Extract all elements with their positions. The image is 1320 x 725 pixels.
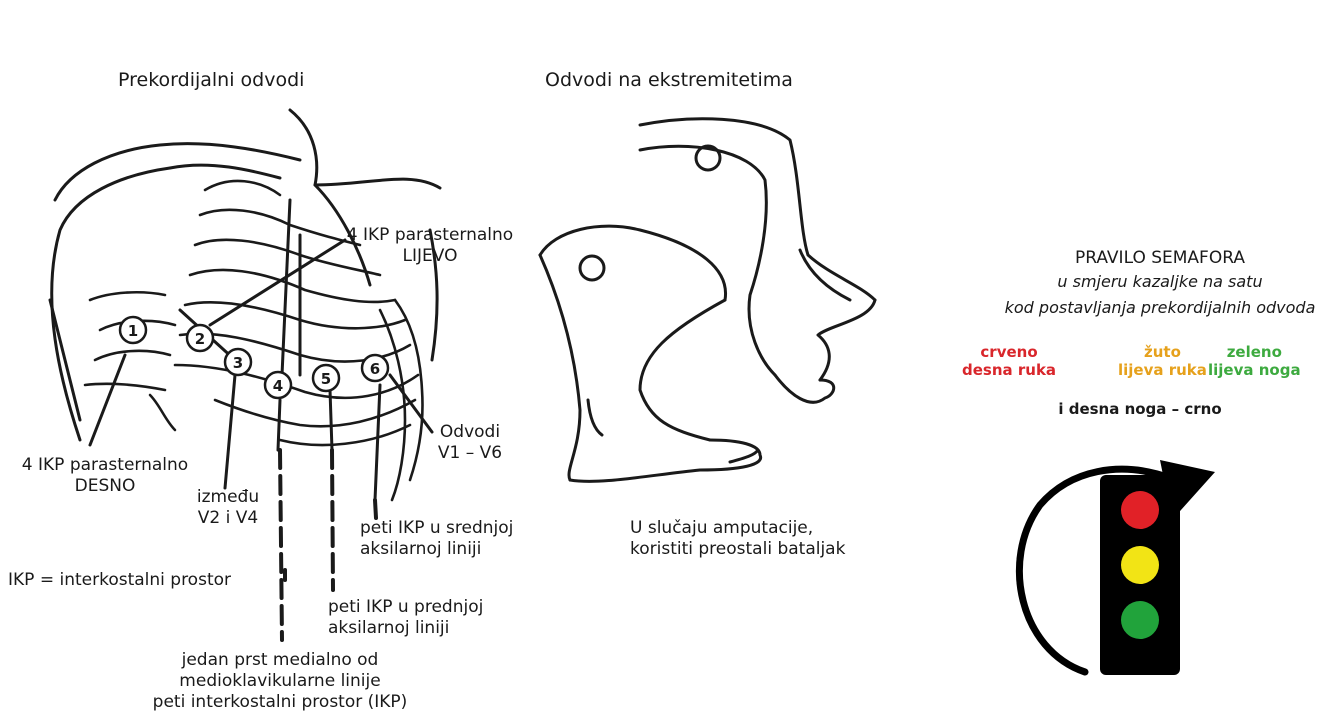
rule-red-color: crveno	[962, 343, 1056, 361]
label-right-parasternal-value: DESNO	[5, 476, 205, 497]
label-right-parasternal: 4 IKP parasternalno DESNO	[5, 455, 205, 497]
label-v4-line1: jedan prst medialno od	[110, 650, 450, 671]
svg-text:1: 1	[128, 322, 138, 340]
svg-text:5: 5	[321, 370, 331, 388]
rule-green-limb: lijeva noga	[1208, 361, 1301, 379]
label-ant-axillary-line2: aksilarnoj liniji	[328, 618, 483, 639]
label-mid-axillary-line2: aksilarnoj liniji	[360, 539, 513, 560]
leg-drawing	[540, 226, 761, 481]
svg-text:4: 4	[273, 377, 283, 395]
ikp-definition: IKP = interkostalni prostor	[8, 570, 231, 591]
label-right-parasternal-title: 4 IKP parasternalno	[5, 455, 205, 476]
amputation-note-line2: koristiti preostali bataljak	[630, 539, 845, 560]
label-between-v2-v4: između V2 i V4	[178, 487, 278, 529]
label-leads: Odvodi V1 – V6	[430, 422, 510, 464]
label-v4-position: jedan prst medialno od medioklavikularne…	[110, 650, 450, 713]
electrode-v2: 2	[187, 325, 213, 351]
limb-title: Odvodi na ekstremitetima	[545, 70, 793, 91]
label-v4-line3: peti interkostalni prostor (IKP)	[110, 692, 450, 713]
label-left-parasternal: 4 IKP parasternalno LIJEVO	[330, 225, 530, 267]
rule-green-color: zeleno	[1208, 343, 1301, 361]
svg-text:3: 3	[233, 354, 243, 372]
chest-outline	[50, 110, 440, 440]
rule-subtitle-1: u smjeru kazaljke na satu	[930, 272, 1320, 291]
electrode-v5: 5	[313, 365, 339, 391]
rule-subtitle-2: kod postavljanja prekordijalnih odvoda	[930, 298, 1320, 317]
electrode-v4: 4	[265, 372, 291, 398]
label-leads-line2: V1 – V6	[430, 443, 510, 464]
label-leads-line1: Odvodi	[430, 422, 510, 443]
electrode-v3: 3	[225, 349, 251, 375]
label-left-parasternal-title: 4 IKP parasternalno	[330, 225, 530, 246]
rule-black-note: i desna noga – crno	[1040, 400, 1240, 418]
label-mid-axillary: peti IKP u srednjoj aksilarnoj liniji	[360, 518, 513, 560]
label-left-parasternal-value: LIJEVO	[330, 246, 530, 267]
label-mid-axillary-line1: peti IKP u srednjoj	[360, 518, 513, 539]
precordial-title: Prekordijalni odvodi	[118, 70, 304, 91]
rule-red: crveno desna ruka	[962, 343, 1056, 379]
amputation-note: U slučaju amputacije, koristiti preostal…	[630, 518, 845, 560]
svg-text:6: 6	[370, 360, 380, 378]
rule-yellow: žuto lijeva ruka	[1118, 343, 1207, 379]
electrode-v1: 1	[120, 317, 146, 343]
leg-electrode	[580, 256, 604, 280]
label-between-line1: između	[178, 487, 278, 508]
traffic-light-green	[1121, 601, 1159, 639]
rule-yellow-color: žuto	[1118, 343, 1207, 361]
electrode-v6: 6	[362, 355, 388, 381]
label-ant-axillary: peti IKP u prednjoj aksilarnoj liniji	[328, 597, 483, 639]
svg-text:2: 2	[195, 330, 205, 348]
label-ant-axillary-line1: peti IKP u prednjoj	[328, 597, 483, 618]
rule-green: zeleno lijeva noga	[1208, 343, 1301, 379]
arm-drawing	[640, 119, 875, 403]
rule-red-limb: desna ruka	[962, 361, 1056, 379]
label-v4-line2: medioklavikularne linije	[110, 671, 450, 692]
amputation-note-line1: U slučaju amputacije,	[630, 518, 845, 539]
rule-yellow-limb: lijeva ruka	[1118, 361, 1207, 379]
label-between-line2: V2 i V4	[178, 508, 278, 529]
traffic-light-yellow	[1121, 546, 1159, 584]
rule-title: PRAVILO SEMAFORA	[1020, 248, 1300, 268]
traffic-light-red	[1121, 491, 1159, 529]
